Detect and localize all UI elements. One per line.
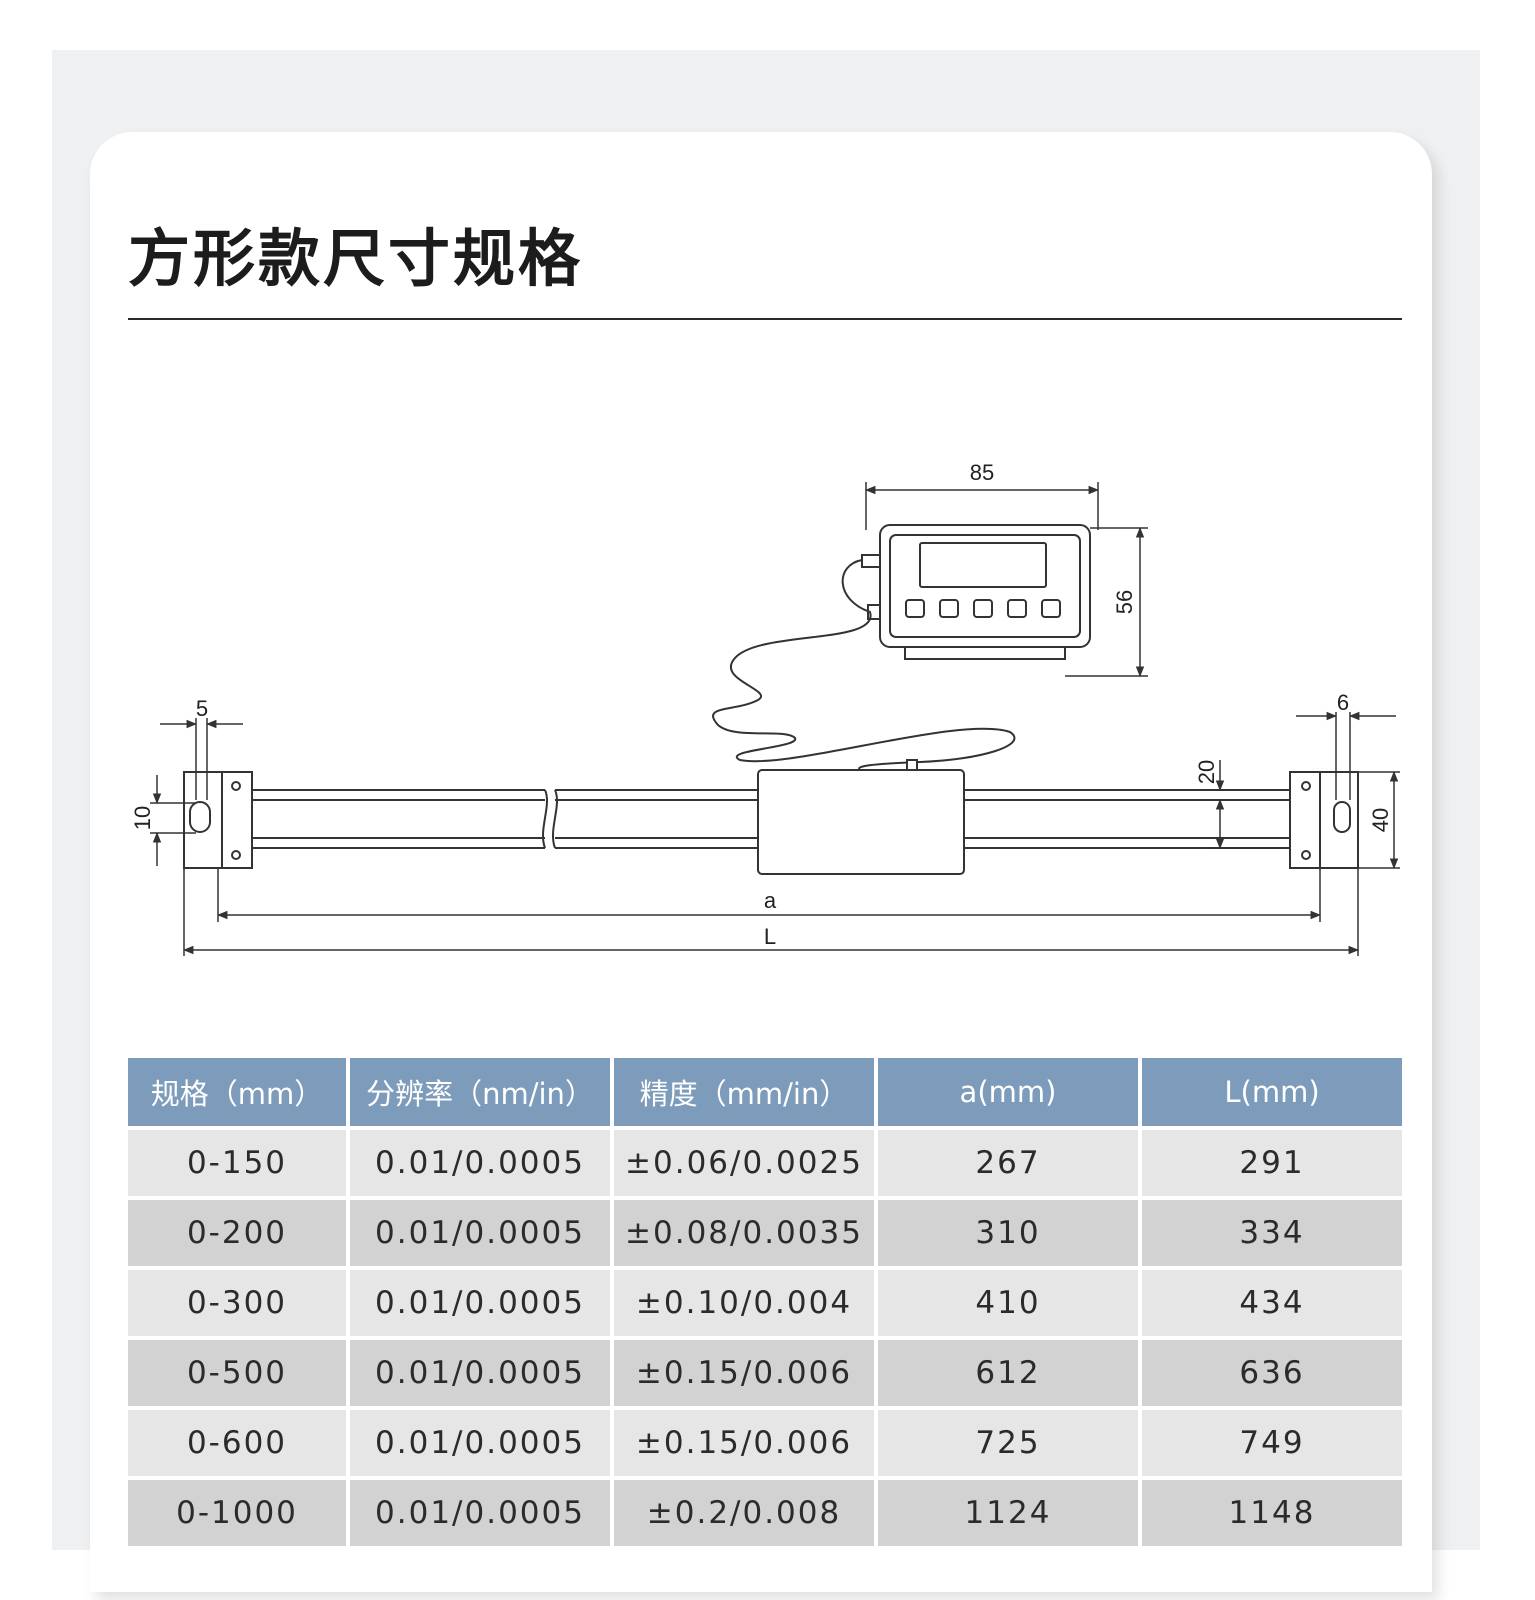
dim-85-label: 85 [970,460,994,485]
header-accuracy: 精度（mm/in） [612,1058,878,1130]
dim-L-label: L [764,924,776,949]
cell-L: 334 [1140,1198,1402,1270]
cell-a: 725 [876,1408,1142,1480]
title-divider [128,318,1402,320]
dim-56-label: 56 [1112,590,1137,614]
dim-10-label: 10 [130,806,155,830]
cell-a: 612 [876,1338,1142,1410]
header-L: L(mm) [1140,1058,1402,1130]
cell-resolution: 0.01/0.0005 [348,1338,614,1410]
dim-20-label: 20 [1194,760,1219,784]
cell-spec: 0-300 [128,1268,350,1340]
table-row: 0-1000 0.01/0.0005 ±0.2/0.008 1124 1148 [128,1478,1402,1550]
cell-a: 310 [876,1198,1142,1270]
cell-spec: 0-1000 [128,1478,350,1550]
cell-accuracy: ±0.15/0.006 [612,1338,878,1410]
header-spec: 规格（mm） [128,1058,350,1130]
cell-a: 1124 [876,1478,1142,1550]
cell-resolution: 0.01/0.0005 [348,1268,614,1340]
dimension-drawing: 85 56 5 6 10 20 40 a L [130,460,1400,956]
reader-head [757,769,965,875]
table-row: 0-300 0.01/0.0005 ±0.10/0.004 410 434 [128,1268,1402,1340]
table-row: 0-150 0.01/0.0005 ±0.06/0.0025 267 291 [128,1128,1402,1200]
cell-L: 749 [1140,1408,1402,1480]
cell-accuracy: ±0.2/0.008 [612,1478,878,1550]
cell-spec: 0-500 [128,1338,350,1410]
header-a: a(mm) [876,1058,1142,1130]
cell-accuracy: ±0.06/0.0025 [612,1128,878,1200]
right-end-block [1289,771,1359,869]
left-end-block [183,771,253,869]
dim-a-label: a [764,888,777,913]
spec-table: 规格（mm） 分辨率（nm/in） 精度（mm/in） a(mm) L(mm) … [128,1058,1402,1550]
cell-a: 267 [876,1128,1142,1200]
cell-spec: 0-200 [128,1198,350,1270]
cell-resolution: 0.01/0.0005 [348,1408,614,1480]
header-resolution: 分辨率（nm/in） [348,1058,614,1130]
cell-accuracy: ±0.10/0.004 [612,1268,878,1340]
display-unit [861,524,1091,660]
dim-40-label: 40 [1368,808,1393,832]
table-row: 0-500 0.01/0.0005 ±0.15/0.006 612 636 [128,1338,1402,1410]
cell-resolution: 0.01/0.0005 [348,1198,614,1270]
cell-resolution: 0.01/0.0005 [348,1478,614,1550]
cable [712,559,1016,771]
cell-L: 636 [1140,1338,1402,1410]
cell-a: 410 [876,1268,1142,1340]
page-title: 方形款尺寸规格 [128,222,584,295]
cell-L: 1148 [1140,1478,1402,1550]
cell-accuracy: ±0.15/0.006 [612,1408,878,1480]
cell-spec: 0-600 [128,1408,350,1480]
dim-5-label: 5 [196,696,208,721]
cell-L: 434 [1140,1268,1402,1340]
table-header-row: 规格（mm） 分辨率（nm/in） 精度（mm/in） a(mm) L(mm) [128,1058,1402,1130]
cell-L: 291 [1140,1128,1402,1200]
table-row: 0-200 0.01/0.0005 ±0.08/0.0035 310 334 [128,1198,1402,1270]
cell-resolution: 0.01/0.0005 [348,1128,614,1200]
table-row: 0-600 0.01/0.0005 ±0.15/0.006 725 749 [128,1408,1402,1480]
cell-accuracy: ±0.08/0.0035 [612,1198,878,1270]
dim-6-label: 6 [1337,690,1349,715]
cell-spec: 0-150 [128,1128,350,1200]
